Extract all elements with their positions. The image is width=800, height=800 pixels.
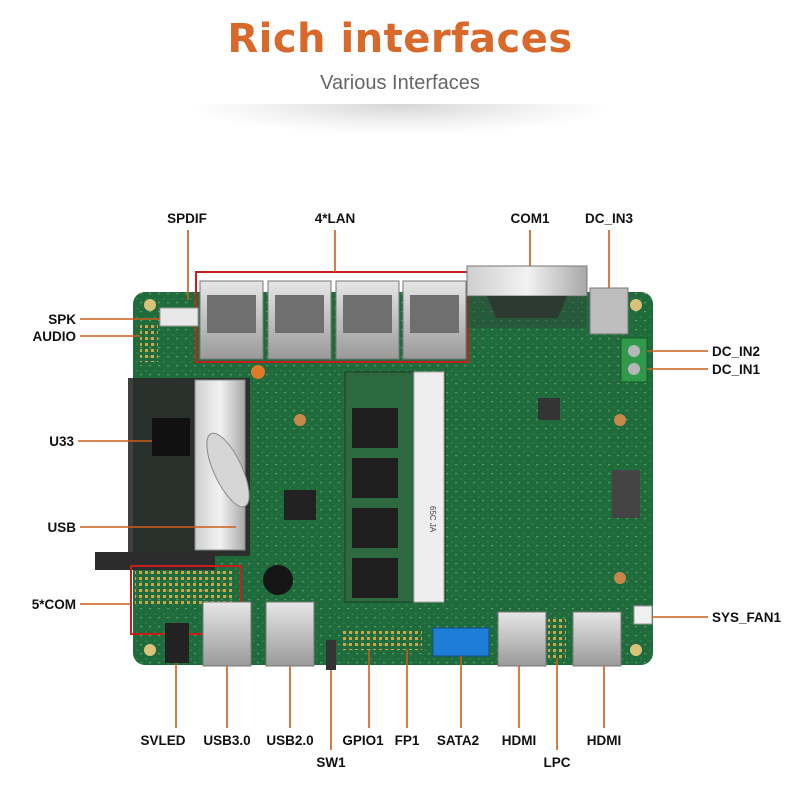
gpio-fp-headers — [342, 628, 422, 650]
com1-connector — [466, 265, 588, 328]
sata2-connector — [432, 627, 490, 657]
leader-lines — [78, 230, 708, 750]
inductor — [612, 470, 640, 518]
sys-fan1-header — [633, 605, 653, 625]
label-hdmi-right: HDMI — [587, 733, 622, 748]
mount-hole — [614, 414, 626, 426]
spk-pins — [140, 322, 158, 362]
title-divider-shadow — [190, 104, 610, 134]
dc-in-terminal — [620, 337, 648, 383]
label-gpio1: GPIO1 — [342, 733, 384, 748]
page-title: Rich interfaces — [227, 16, 573, 62]
mount-hole — [294, 414, 306, 426]
audio-header — [159, 307, 199, 327]
sw1-switch — [326, 640, 336, 670]
hdmi-right-port — [572, 611, 622, 667]
label-5com: 5*COM — [32, 597, 76, 612]
chip — [538, 398, 560, 420]
buzzer — [263, 565, 293, 595]
label-spk: SPK — [48, 312, 76, 327]
callout-labels: SPDIF 4*LAN COM1 DC_IN3 SPK AUDIO DC_IN2… — [32, 211, 782, 770]
mount-hole — [614, 572, 626, 584]
label-sys-fan1: SYS_FAN1 — [712, 610, 782, 625]
label-hdmi-left: HDMI — [502, 733, 537, 748]
label-u33: U33 — [49, 434, 74, 449]
u33-slot — [95, 378, 250, 570]
page-subtitle: Various Interfaces — [320, 72, 480, 94]
label-sata2: SATA2 — [437, 733, 479, 748]
lan-ports — [199, 280, 467, 360]
label-lpc: LPC — [544, 755, 571, 770]
label-com1: COM1 — [510, 211, 549, 226]
chip — [284, 490, 316, 520]
label-usb: USB — [47, 520, 76, 535]
hdmi-left-port — [497, 611, 547, 667]
lpc-header — [548, 618, 566, 658]
dc-in3-jack — [589, 287, 629, 335]
orange-component — [251, 365, 265, 379]
label-fp1: FP1 — [395, 733, 420, 748]
label-svled: SVLED — [140, 733, 185, 748]
label-sw1: SW1 — [316, 755, 346, 770]
label-dc-in3: DC_IN3 — [585, 211, 634, 226]
usb30-port — [202, 601, 252, 667]
label-audio: AUDIO — [33, 329, 77, 344]
ram-module — [344, 371, 446, 603]
ram-marking: 65C JA — [428, 506, 437, 533]
label-usb30: USB3.0 — [203, 733, 250, 748]
label-dc-in1: DC_IN1 — [712, 362, 761, 377]
svled-header — [165, 623, 189, 663]
usb20-port — [265, 601, 315, 667]
com-headers — [135, 570, 235, 606]
label-usb20: USB2.0 — [266, 733, 313, 748]
label-dc-in2: DC_IN2 — [712, 344, 760, 359]
label-lan: 4*LAN — [315, 211, 356, 226]
label-spdif: SPDIF — [167, 211, 207, 226]
